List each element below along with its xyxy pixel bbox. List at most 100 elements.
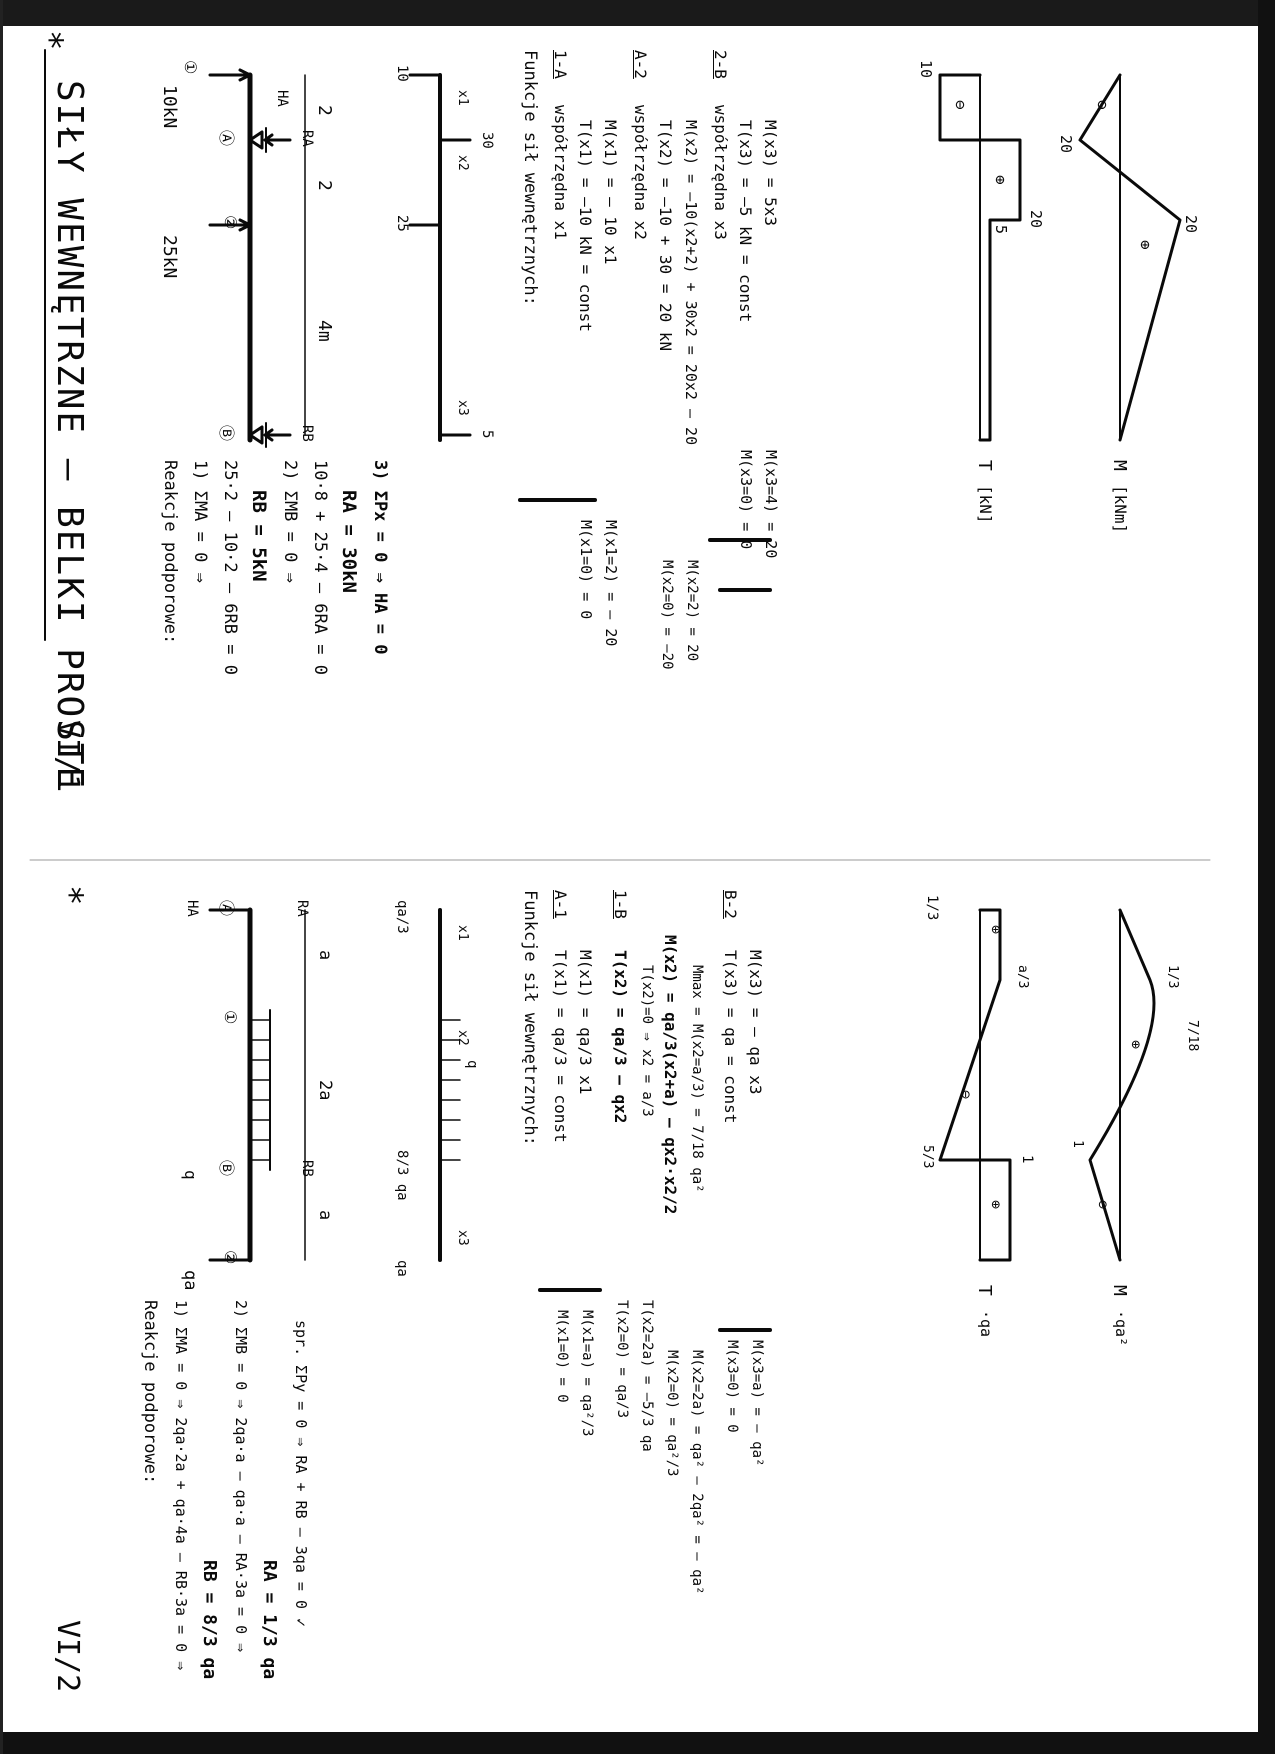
- p2-T-v2: a/3: [1015, 965, 1030, 989]
- p1-fbd-x3: x3: [455, 400, 470, 416]
- p2-M-minus: ⊖: [1094, 1200, 1112, 1210]
- p1-reactions-eq1: 1) ΣMA = 0 ⇒: [190, 460, 210, 583]
- p2-s2-r3: M(x2=0) = qa²/3: [664, 1350, 680, 1477]
- p1-s3-coord: współrzędna x3: [711, 105, 730, 240]
- p2-reactions-res2: RA = 1/3 qa: [259, 1560, 280, 1680]
- p1-s1-T: T(x1) = –10 kN = const: [576, 120, 595, 332]
- p1-reactions-res2: RA = 30kN: [338, 490, 360, 593]
- p1-fbd-f1: 10: [394, 65, 410, 82]
- p2-M-plus: ⊕: [1127, 1040, 1145, 1050]
- p1-reactions-heading: Reakcje podporowe:: [160, 460, 180, 645]
- p2-functions-heading: Funkcje sił wewnętrznych:: [520, 890, 540, 1146]
- p2-RB: RB: [299, 1160, 315, 1177]
- p2-T-v4: 1: [1019, 1155, 1035, 1164]
- scan-border-bottom: [0, 1732, 1275, 1754]
- p2-s2-T: T(x2) = qa/3 – qx2: [611, 950, 630, 1124]
- scan-border-right: [1258, 0, 1275, 1754]
- p2-s3-r1: M(x3=0) = 0: [724, 1340, 740, 1433]
- p1-M-v2: 20: [1182, 215, 1200, 234]
- rotated-content: * SIŁY WEWNĘTRZNE – BELKI PROSTE VI/1 ① …: [10, 20, 1240, 1730]
- p2-s3-T: T(x3) = qa = const: [721, 950, 740, 1124]
- p1-T-v2: 20: [1027, 210, 1045, 229]
- p2-RA: RA: [294, 900, 310, 917]
- p2-s2-Mmax: Mmax = M(x2=a/3) = 7/18 qa²: [689, 965, 705, 1193]
- p2-s1-r1: M(x1=0) = 0: [554, 1310, 570, 1403]
- p1-reactions-res1: RB = 5kN: [248, 490, 270, 582]
- p2-node-1: ①: [221, 1010, 240, 1025]
- p1-M-diagram: [1078, 73, 1182, 442]
- p2-s2-r2: T(x2=2a) = –5/3 qa: [639, 1300, 655, 1452]
- p1-s2-M: M(x2) = –10(x2+2) + 30x2 = 20x2 – 20: [682, 120, 700, 446]
- p2-fbd-x3: x3: [455, 1230, 470, 1246]
- p1-fbd-x1: x1: [455, 90, 470, 106]
- p1-s2-r1: M(x2=0) = –20: [659, 560, 675, 670]
- p2-M-v2: 7/18: [1185, 1020, 1200, 1052]
- p1-s1-M: M(x1) = – 10 x1: [601, 120, 620, 265]
- p1-T-plus: ⊕: [991, 175, 1010, 185]
- p1-load-25-arrow: [208, 218, 252, 232]
- p2-s2-r1: T(x2=0) = qa/3: [614, 1300, 630, 1419]
- p1-load-10kN: 10kN: [159, 85, 180, 129]
- p1-M-v1: 20: [1057, 135, 1075, 154]
- p2-s2-M: M(x2) = qa/3(x2+a) – qx2·x2/2: [661, 935, 680, 1215]
- p1-fbd-f2: 30: [479, 132, 495, 149]
- p2-load-qa: qa: [180, 1270, 200, 1291]
- p2-reactions-eq2: 2) ΣMB = 0 ⇒ 2qa·a – qa·a – RA·3a = 0 ⇒: [232, 1300, 250, 1653]
- p1-T-unit: [kN]: [976, 485, 995, 524]
- p1-title: SIŁY WEWNĘTRZNE – BELKI PROSTE: [49, 80, 90, 791]
- p2-s2-T0: T(x2)=0 ⇒ x2 = a/3: [639, 965, 655, 1117]
- p2-T-label: T: [974, 1285, 995, 1296]
- p2-s2-r4: M(x2=2a) = qa² – 2qa² = – qa²: [689, 1350, 705, 1595]
- p2-fbd-f2: q: [464, 1060, 480, 1069]
- p1-s3-label: 2-B: [711, 50, 730, 79]
- scan-border-top: [0, 0, 1275, 26]
- p1-reactions-eq2b: 10·8 + 25·4 – 6RA = 0: [310, 460, 330, 675]
- p2-s2-label: 1-B: [611, 890, 630, 919]
- p1-s2-label: A-2: [631, 50, 650, 79]
- p2-s3-M: M(x3) = – qa x3: [746, 950, 765, 1095]
- p1-s2-T: T(x2) = –10 + 30 = 20 kN: [656, 120, 675, 352]
- p2-node-2: ②: [221, 1250, 240, 1265]
- p1-load-25kN: 25kN: [159, 235, 180, 279]
- p2-fbd-f3: 8/3 qa: [394, 1150, 410, 1201]
- p1-s3-r1: M(x3=0) = 0: [737, 450, 755, 550]
- p2-fbd-f1: qa/3: [394, 900, 410, 934]
- p1-T-minus: ⊖: [951, 100, 970, 110]
- p1-fbd-f3: 25: [394, 215, 410, 232]
- p2-node-B: Ⓑ: [217, 1160, 236, 1177]
- p1-T-v3: 5: [992, 225, 1010, 235]
- p1-RB-arrow: [263, 428, 292, 442]
- p1-s2-coord: współrzędna x2: [631, 105, 650, 240]
- p1-s2-r2: M(x2=2) = 20: [684, 560, 700, 662]
- scan-border-left: [0, 0, 3, 1754]
- p1-M-plus: ⊕: [1136, 240, 1155, 250]
- p2-M-v1: 1/3: [1165, 965, 1180, 989]
- p2-HA: HA: [184, 900, 200, 917]
- p2-T-v1: 1/3: [924, 895, 940, 921]
- p1-reactions-eq3: 3) ΣPx = 0 ⇒ HA = 0: [370, 460, 390, 655]
- p2-node-A: Ⓐ: [217, 900, 236, 917]
- p1-s1-r1: M(x1=0) = 0: [577, 520, 595, 620]
- p1-support-B: [248, 425, 264, 445]
- p2-dim-1: a: [315, 950, 335, 961]
- notes-canvas: [29, 49, 1211, 1332]
- p1-RA: RA: [299, 130, 315, 147]
- p2-T-v3: 5/3: [920, 1145, 935, 1169]
- p2-T-minus: ⊖: [957, 1090, 975, 1100]
- p1-s3-T: T(x3) = –5 kN = const: [736, 120, 755, 323]
- p2-s1-label: A-1: [551, 890, 570, 919]
- p2-T-diagram: [938, 908, 1012, 1262]
- p1-T-label: T: [974, 460, 995, 471]
- p2-fbd-x1: x1: [455, 925, 470, 941]
- p2-s3-label: B-2: [721, 890, 740, 919]
- p1-fbd-x2: x2: [455, 155, 470, 171]
- p1-s3-M: M(x3) = 5x3: [761, 120, 780, 226]
- p1-s3-r2: M(x3=4) = 20: [762, 450, 780, 559]
- p1-node-A: Ⓐ: [217, 130, 236, 147]
- p1-functions-heading: Funkcje sił wewnętrznych:: [520, 50, 540, 306]
- p1-s1-coord: współrzędna x1: [551, 105, 570, 240]
- p1-reactions-eq1b: 25·2 – 10·2 – 6RB = 0: [220, 460, 240, 675]
- p1-reactions-eq2: 2) ΣMB = 0 ⇒: [280, 460, 300, 583]
- p1-dim-1: 2: [314, 105, 335, 116]
